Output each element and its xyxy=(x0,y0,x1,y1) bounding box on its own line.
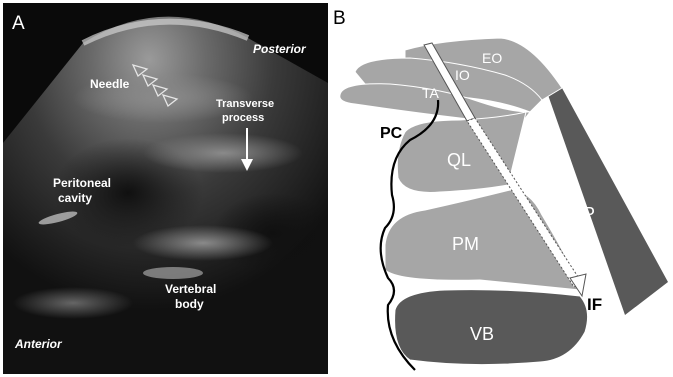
tp-label: TP xyxy=(572,204,595,224)
vb-label: VB xyxy=(470,324,494,344)
posterior-label: Posterior xyxy=(253,42,307,56)
transverse-label-2: process xyxy=(222,112,264,124)
vertebral-label-1: Vertebral xyxy=(165,282,216,296)
anterior-label: Anterior xyxy=(14,337,63,351)
pc-label: PC xyxy=(380,125,403,142)
ta-label: TA xyxy=(422,85,440,101)
peritoneal-label-2: cavity xyxy=(58,191,92,205)
panel-a-letter: A xyxy=(12,13,25,34)
io-label: IO xyxy=(455,67,470,83)
panel-b-letter: B xyxy=(333,8,346,29)
ultrasound-panel: A Posterior Needle Transverse process Pe… xyxy=(3,3,328,374)
vertebral-label-2: body xyxy=(175,297,204,311)
anatomy-diagram: B EO IO TA PC QL TP PM IF VB xyxy=(330,0,673,377)
peritoneal-label-1: Peritoneal xyxy=(53,176,111,190)
vertebral-echo xyxy=(143,267,203,279)
transverse-label-1: Transverse xyxy=(216,98,274,110)
pm-label: PM xyxy=(452,234,479,254)
ql-label: QL xyxy=(447,150,471,170)
bright-band-4 xyxy=(13,287,133,319)
bright-band-2 xyxy=(143,133,303,173)
ultrasound-image: A Posterior Needle Transverse process Pe… xyxy=(3,3,328,374)
diagram-panel: B EO IO TA PC QL TP PM IF VB xyxy=(330,0,673,377)
if-label: IF xyxy=(587,295,602,314)
needle-label: Needle xyxy=(90,77,130,91)
bright-band-1 xyxy=(133,225,273,261)
eo-label: EO xyxy=(482,50,502,66)
